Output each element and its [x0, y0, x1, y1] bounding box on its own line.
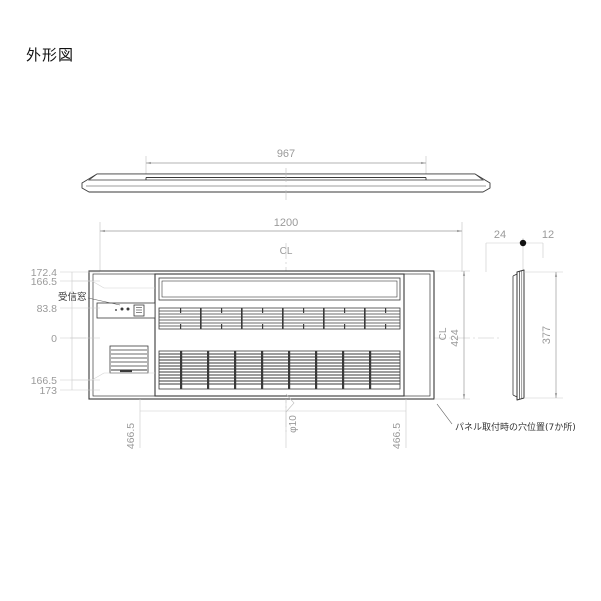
dimension-424: 424 CL — [434, 270, 470, 400]
side-view-center-dot — [519, 239, 527, 247]
bottom-dimension-group: 466.5 466.5 φ10 — [125, 393, 407, 449]
hole-diameter-callout: φ10 — [285, 393, 299, 433]
front-view-group: 1200 CL — [31, 217, 576, 449]
dimension-172-4-label: 172.4 — [31, 267, 57, 279]
side-view-group: 24 12 377 — [485, 229, 563, 401]
side-view-panel — [512, 269, 525, 401]
top-view-group: 967 — [81, 148, 491, 200]
dimension-1200: 1200 CL — [99, 217, 463, 272]
receiver-window — [96, 302, 156, 319]
dimension-24-label: 24 — [494, 229, 506, 241]
dimension-phi10-label: φ10 — [288, 415, 299, 433]
dimension-173-label: 173 — [39, 385, 57, 397]
panel-hole-annotation: パネル取付時の穴位置(7か所) — [436, 403, 576, 433]
page-title-text: 外形図 — [26, 46, 75, 64]
lower-grille — [158, 350, 401, 390]
top-view-panel — [81, 173, 491, 193]
dimension-0-label: 0 — [51, 333, 57, 345]
side-top-dimensions: 24 12 — [485, 229, 554, 272]
centerline-label-right: CL — [438, 327, 449, 340]
upper-grille — [158, 307, 401, 330]
dimension-967-label: 967 — [277, 148, 295, 160]
dimension-466-5-left-label: 466.5 — [125, 423, 137, 449]
unit-main-panel — [154, 273, 405, 397]
dimension-83-8-label: 83.8 — [37, 303, 58, 315]
left-dimension-ladder: 172.4 166.5 83.8 0 166.5 173 — [31, 267, 155, 397]
dimension-1200-label: 1200 — [274, 217, 298, 229]
receiver-window-leader — [87, 297, 121, 306]
side-louver-vent — [109, 345, 149, 374]
dimension-12-label: 12 — [542, 229, 554, 241]
dimension-166-5-top-label: 166.5 — [31, 276, 57, 288]
top-inlet-slot-inner — [161, 280, 398, 298]
page-title: 外形図 — [26, 44, 74, 65]
dimension-166-5-bottom-label: 166.5 — [31, 375, 57, 387]
panel-hole-annotation-label: パネル取付時の穴位置(7か所) — [455, 421, 576, 433]
dimension-466-5-right-label: 466.5 — [391, 423, 403, 449]
dimension-424-label: 424 — [449, 329, 461, 347]
dimension-377: 377 — [524, 271, 563, 399]
dimension-377-label: 377 — [541, 326, 553, 344]
dimension-967: 967 — [145, 148, 427, 186]
